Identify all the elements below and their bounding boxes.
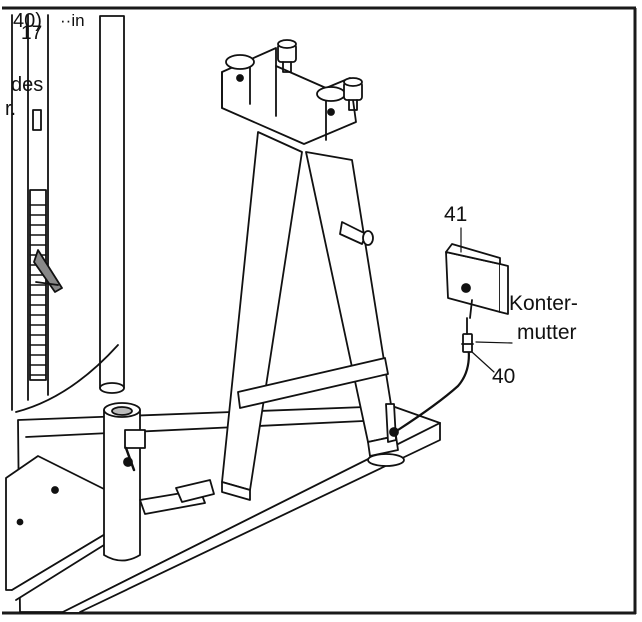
jam-nut [461,317,474,353]
figure-frame [2,6,637,615]
a-frame [221,131,405,501]
cut-text-fragment: r. [5,98,17,120]
frame-handle [339,221,374,246]
top-knob-right [343,77,363,111]
weight-stack [11,14,63,411]
cut-text-fragment: 17 [21,23,43,44]
callout-part-41: 41 [444,203,468,226]
pulley-bracket [445,243,509,319]
callout-konter-line-1: Konter- [509,292,578,315]
top-knob-left [277,39,297,73]
cut-text-fragment: des [11,74,44,96]
leader-lines [460,227,513,373]
callout-part-40: 40 [492,365,516,388]
cut-text-fragment: ··in [60,11,85,30]
front-post [103,402,146,562]
lower-brace [139,479,215,515]
cable [396,342,470,432]
cut-text-fragment: 40) [13,10,42,32]
top-yoke [221,47,357,145]
callout-konter-line-2: mutter [517,321,577,344]
left-upright [15,15,125,413]
